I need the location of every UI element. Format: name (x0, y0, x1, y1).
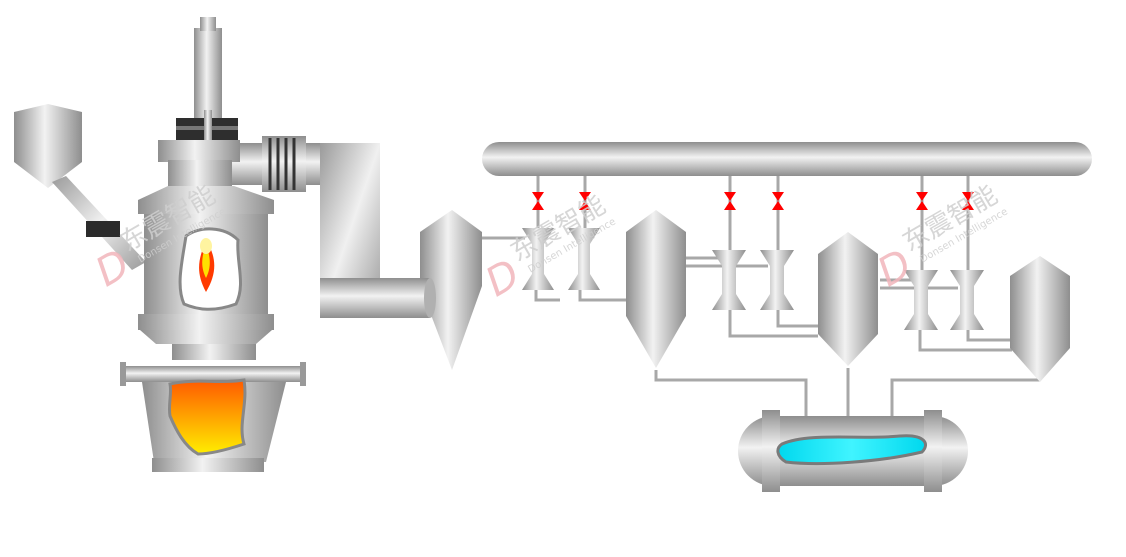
cyclone-1 (420, 210, 482, 370)
valve-1-icon[interactable] (532, 192, 544, 210)
filter-unit-6 (950, 270, 984, 330)
filter-unit-3 (712, 250, 746, 310)
filter-unit-1 (522, 228, 554, 290)
atomization-chamber (138, 140, 274, 360)
filter-unit-4 (760, 250, 794, 310)
tundish-ladle (120, 362, 306, 472)
gas-header-pipe (482, 142, 1092, 176)
cyclone-3 (818, 232, 878, 366)
valve-3-icon[interactable] (724, 192, 736, 210)
valve-6-icon[interactable] (962, 192, 974, 210)
molten-metal (167, 378, 247, 456)
expansion-joint-bellows (262, 136, 306, 192)
filter-unit-5 (904, 270, 938, 330)
valve-5-icon[interactable] (916, 192, 928, 210)
filter-units (522, 228, 984, 330)
collection-tank (738, 410, 968, 492)
valve-4-icon[interactable] (772, 192, 784, 210)
feed-hopper (14, 104, 146, 270)
cyclone-2 (626, 210, 686, 368)
interconnect-lines (480, 175, 1040, 420)
watermark-3: D 东震智能 Donsen Intelligence (870, 180, 1010, 296)
cyclone-4 (1010, 256, 1070, 382)
valves (532, 192, 974, 210)
filter-unit-2 (568, 228, 600, 290)
tank-liquid (776, 434, 927, 466)
valve-2-icon[interactable] (579, 192, 591, 210)
